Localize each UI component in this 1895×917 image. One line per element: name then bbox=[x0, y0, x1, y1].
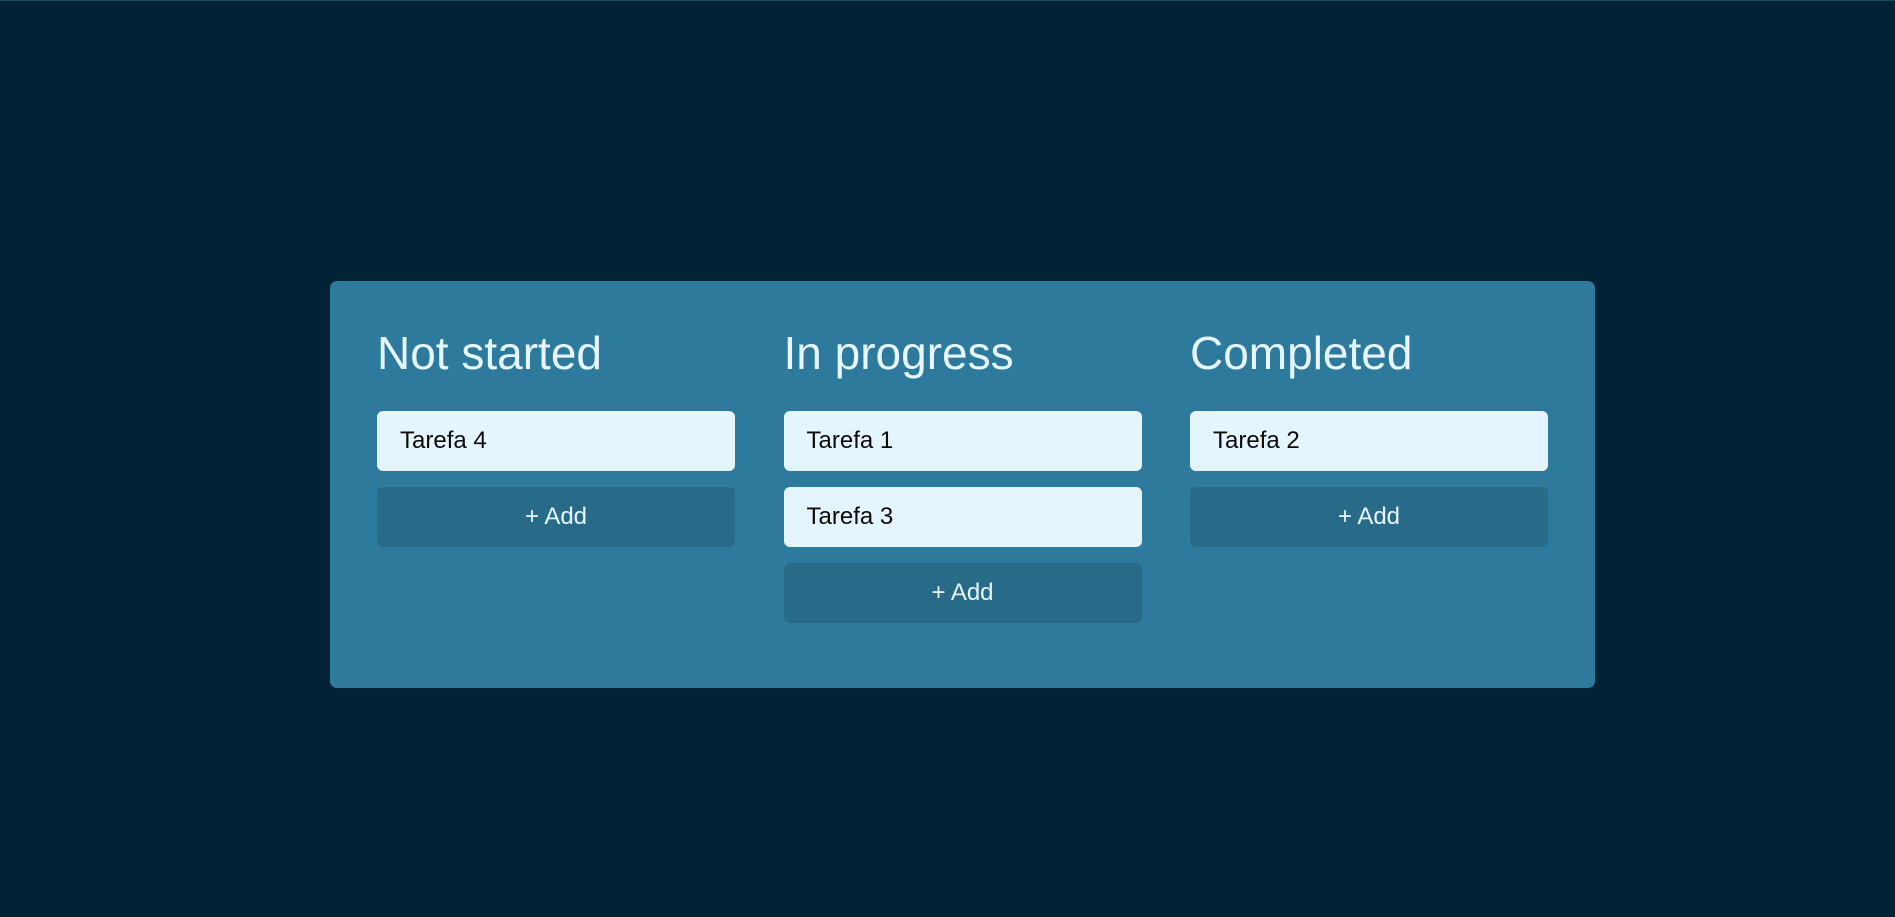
window-top-border bbox=[0, 0, 1895, 1]
column-not-started: Not started Tarefa 4 + Add bbox=[377, 281, 735, 688]
add-card-button[interactable]: + Add bbox=[377, 487, 735, 547]
card-list: Tarefa 4 + Add bbox=[377, 411, 735, 547]
add-card-button[interactable]: + Add bbox=[783, 563, 1142, 623]
column-title: Completed bbox=[1190, 327, 1413, 379]
add-card-button[interactable]: + Add bbox=[1190, 487, 1548, 547]
card-list: Tarefa 1 Tarefa 3 + Add bbox=[783, 411, 1142, 623]
card-list: Tarefa 2 + Add bbox=[1190, 411, 1548, 547]
column-in-progress: In progress Tarefa 1 Tarefa 3 + Add bbox=[783, 281, 1142, 688]
task-card[interactable]: Tarefa 3 bbox=[783, 487, 1142, 547]
column-title: In progress bbox=[783, 327, 1014, 379]
task-card[interactable]: Tarefa 2 bbox=[1190, 411, 1548, 471]
kanban-board: Not started Tarefa 4 + Add In progress T… bbox=[330, 281, 1595, 688]
column-title: Not started bbox=[377, 327, 602, 379]
column-completed: Completed Tarefa 2 + Add bbox=[1190, 281, 1548, 688]
task-card[interactable]: Tarefa 1 bbox=[783, 411, 1142, 471]
task-card[interactable]: Tarefa 4 bbox=[377, 411, 735, 471]
